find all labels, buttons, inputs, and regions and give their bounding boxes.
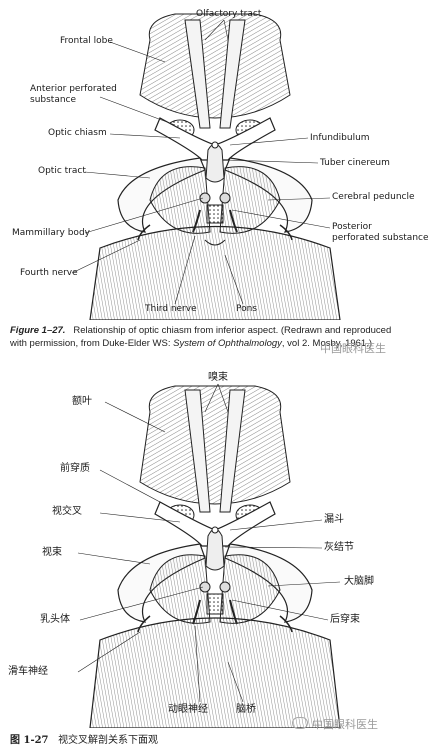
label-frontal-lobe-zh: 额叶: [72, 396, 92, 407]
watermark-mid: 中国眼科医生: [320, 340, 386, 356]
label-cerebral-peduncle: Cerebral peduncle: [332, 192, 415, 202]
caption-text-line3: , vol 2. Mosby, 1961.): [281, 338, 373, 349]
label-third-nerve-zh: 动眼神经: [168, 704, 208, 715]
label-optic-tract-zh: 视束: [42, 547, 62, 558]
caption-book-title: System of Ophthalmology: [173, 338, 282, 349]
label-frontal-lobe: Frontal lobe: [60, 36, 113, 46]
label-third-nerve: Third nerve: [145, 304, 197, 314]
label-mammillary-body-zh: 乳头体: [40, 614, 70, 625]
label-posterior-perforated-zh: 后穿束: [330, 614, 360, 625]
label-optic-chiasm: Optic chiasm: [48, 128, 107, 138]
label-fourth-nerve-zh: 滑车神经: [8, 666, 48, 677]
watermark-bottom-text: 中国眼科医生: [312, 718, 378, 731]
label-anterior-perforated-zh: 前穿质: [60, 463, 90, 474]
caption-zh-text: 视交叉解剖关系下面观: [58, 735, 159, 746]
label-olfactory-tract: Olfactory tract: [196, 9, 262, 19]
caption-text-line2: with permission, from Duke-Elder WS:: [10, 338, 171, 349]
label-infundibulum-zh: 漏斗: [324, 514, 344, 525]
wechat-icon: [292, 717, 308, 729]
label-olfactory-tract-zh: 嗅束: [208, 372, 228, 383]
caption-figure-number: Figure 1–27.: [10, 325, 66, 336]
label-anterior-perforated-substance: Anterior perforated substance: [30, 84, 117, 105]
label-posterior-perforated-substance: Posterior perforated substance: [332, 222, 428, 243]
brain-illustration-zh: [77, 383, 341, 728]
label-fourth-nerve: Fourth nerve: [20, 268, 78, 278]
figure-chinese: 嗅束 额叶 前穿质 视交叉 漏斗 灰结节 视束 大脑脚 后穿束 乳头体 滑车神经…: [0, 372, 428, 728]
caption-text-line1: Relationship of optic chiasm from inferi…: [73, 325, 392, 336]
label-pons-zh: 脑桥: [236, 704, 256, 715]
figure-english: Olfactory tract Frontal lobe Anterior pe…: [0, 0, 428, 320]
watermark-bottom: 中国眼科医生: [292, 716, 378, 732]
label-mammillary-body: Mammillary body: [12, 228, 90, 238]
label-optic-chiasm-zh: 视交叉: [52, 506, 82, 517]
label-infundibulum: Infundibulum: [310, 133, 370, 143]
label-tuber-cinereum-zh: 灰结节: [324, 542, 354, 553]
caption-zh-figure-number: 图 1-27: [10, 735, 49, 746]
label-tuber-cinereum: Tuber cinereum: [320, 158, 390, 168]
label-pons: Pons: [236, 304, 258, 314]
label-cerebral-peduncle-zh: 大脑脚: [344, 576, 374, 587]
brain-illustration-en: [71, 13, 341, 320]
label-optic-tract: Optic tract: [38, 166, 86, 176]
caption-english: Figure 1–27. Relationship of optic chias…: [10, 324, 420, 350]
caption-chinese: 图 1-27 视交叉解剖关系下面观: [10, 734, 420, 747]
watermark-text: 中国眼科医生: [320, 342, 386, 355]
